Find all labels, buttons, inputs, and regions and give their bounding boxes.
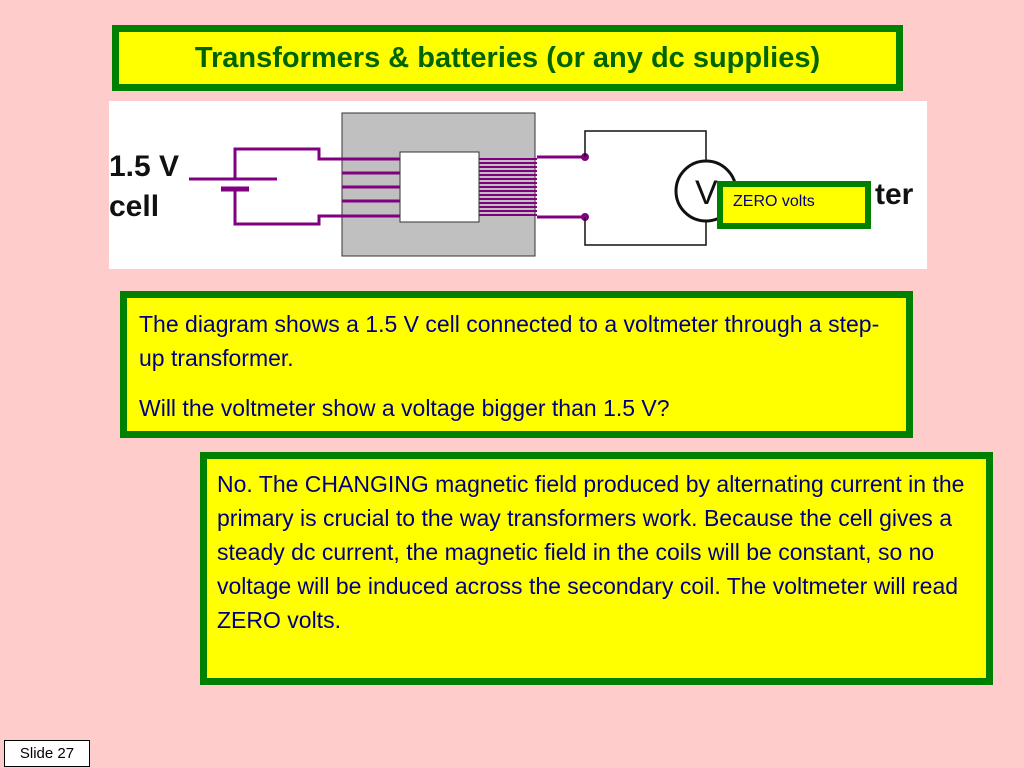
zero-volts-callout: ZERO volts	[717, 181, 871, 229]
voltmeter-letter: V	[695, 174, 718, 212]
slide-number-label: Slide 27	[4, 740, 90, 767]
answer-text: No. The CHANGING magnetic field produced…	[217, 471, 965, 633]
circuit-svg: 1.5 V cell	[109, 112, 914, 257]
zero-volts-text: ZERO volts	[733, 193, 815, 210]
primary-coil	[342, 157, 400, 218]
question-prompt: Will the voltmeter show a voltage bigger…	[139, 395, 670, 421]
question-box: The diagram shows a 1.5 V cell connected…	[120, 291, 913, 438]
answer-box: No. The CHANGING magnetic field produced…	[200, 452, 993, 685]
slide-number-text: Slide 27	[19, 745, 75, 762]
voltmeter-circuit	[584, 130, 707, 246]
cell-label-value: 1.5 V	[109, 150, 179, 183]
secondary-coil	[479, 153, 589, 221]
cell-label-word: cell	[109, 190, 159, 223]
cell-symbol	[189, 147, 345, 226]
question-description: The diagram shows a 1.5 V cell connected…	[139, 311, 880, 371]
transformer-core	[341, 112, 536, 257]
slide-title: Transformers & batteries (or any dc supp…	[194, 41, 821, 74]
title-box: Transformers & batteries (or any dc supp…	[112, 25, 903, 91]
voltmeter-label-fragment: ter	[875, 178, 914, 211]
